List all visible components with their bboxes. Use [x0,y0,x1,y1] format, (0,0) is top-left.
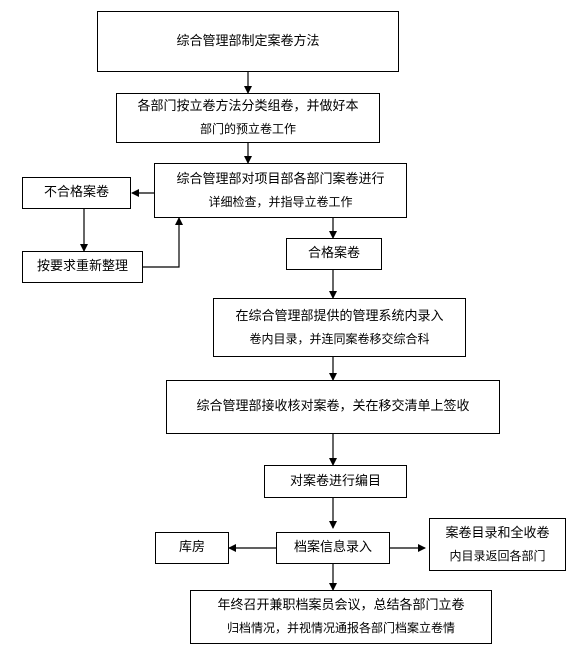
step-define-method-text: 综合管理部制定案卷方法 [176,33,320,49]
step-system-entry: 在综合管理部提供的管理系统内录入 卷内目录，并连同案卷移交综合科 [213,298,466,357]
step-define-method: 综合管理部制定案卷方法 [97,11,399,72]
step-inspection-line1: 综合管理部对项目部各部门案卷进行 [176,171,385,187]
step-annual-meeting: 年终召开兼职档案员会议，总结各部门立卷 归档情况，并视情况通报各部门档案立卷情 [190,590,492,644]
step-inspection: 综合管理部对项目部各部门案卷进行 详细检查，并指导立卷工作 [154,163,407,218]
arrow-n5-n3 [143,217,183,268]
step-inspection-line2: 详细检查，并指导立卷工作 [208,194,353,209]
step-storeroom: 库房 [155,532,229,564]
step-qualified: 合格案卷 [286,238,382,270]
step-cataloguing-text: 对案卷进行编目 [289,473,381,489]
step-receive-check-text: 综合管理部接收核对案卷，关在移交清单上签收 [196,399,470,414]
step-receive-check: 综合管理部接收核对案卷，关在移交清单上签收 [166,380,500,434]
step-reorganize-text: 按要求重新整理 [36,259,128,274]
step-return-catalog-line1: 案卷目录和全收卷 [445,525,550,541]
step-cataloguing: 对案卷进行编目 [264,465,407,498]
step-system-entry-line2: 卷内目录，并连同案卷移交综合科 [249,331,430,346]
step-unqualified-text: 不合格案卷 [43,185,109,200]
step-system-entry-line1: 在综合管理部提供的管理系统内录入 [235,308,444,324]
step-archive-entry-text: 档案信息录入 [293,540,372,555]
step-archive-entry: 档案信息录入 [276,532,390,564]
step-reorganize: 按要求重新整理 [22,251,143,283]
step-return-catalog: 案卷目录和全收卷 内目录返回各部门 [429,518,566,571]
step-return-catalog-line2: 内目录返回各部门 [449,548,546,563]
step-qualified-text: 合格案卷 [307,246,360,261]
step-storeroom-text: 库房 [178,540,205,555]
step-annual-meeting-line1: 年终召开兼职档案员会议，总结各部门立卷 [217,598,465,613]
step-department-filing: 各部门按立卷方法分类组卷，并做好本 部门的预立卷工作 [116,93,380,143]
step-unqualified: 不合格案卷 [22,177,131,209]
step-department-filing-line1: 各部门按立卷方法分类组卷，并做好本 [137,99,359,114]
step-annual-meeting-line2: 归档情况，并视情况通报各部门档案立卷情 [226,621,455,635]
step-department-filing-line2: 部门的预立卷工作 [199,122,296,136]
